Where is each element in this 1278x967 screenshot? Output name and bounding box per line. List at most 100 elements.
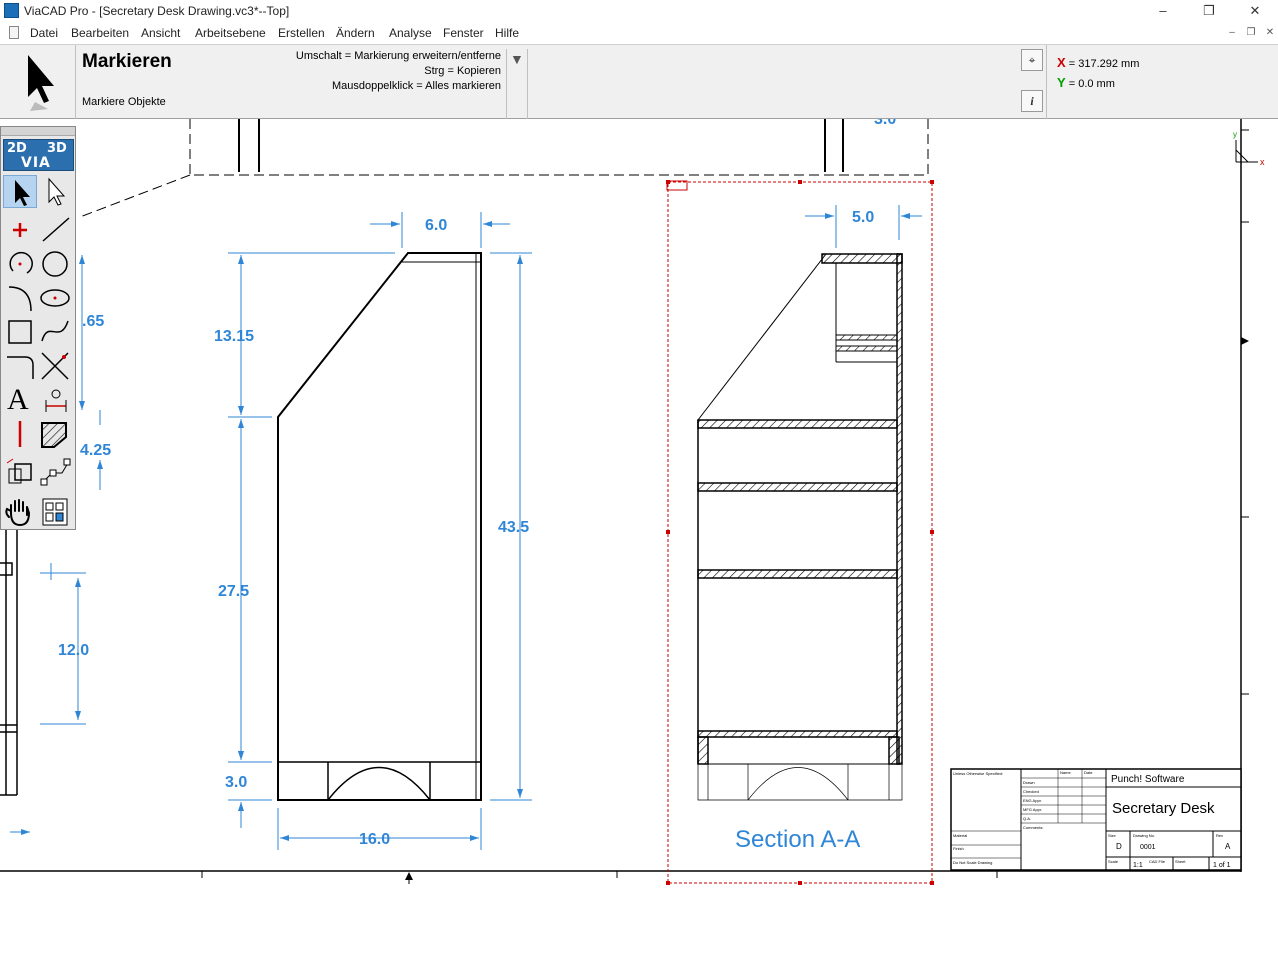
doc-restore-button[interactable]: ❐ <box>1243 26 1259 40</box>
dim-partial-425: 4.25 <box>80 442 111 459</box>
tb-dwg-label: Drawing No. <box>1133 833 1155 838</box>
line-tool[interactable] <box>38 213 72 246</box>
ellipse-tool[interactable] <box>38 281 72 314</box>
maximize-button[interactable]: ❐ <box>1186 0 1232 22</box>
hatch-icon <box>38 417 72 450</box>
spline-tool[interactable] <box>38 315 72 348</box>
pan-tool[interactable] <box>3 495 37 528</box>
menu-datei[interactable]: Datei <box>30 26 58 40</box>
tb-company: Punch! Software <box>1111 774 1185 785</box>
palette-header[interactable] <box>1 127 75 136</box>
dimension-tool[interactable] <box>38 384 72 417</box>
line-icon <box>38 213 72 246</box>
dim-overall-height: 43.5 <box>498 519 529 536</box>
sheet-zone-ticks <box>202 130 1249 878</box>
select-all-tool[interactable] <box>38 175 72 208</box>
select-tool-indicator <box>0 45 76 119</box>
ellipse-icon <box>38 281 72 314</box>
section-view <box>666 180 934 885</box>
x-coordinate: X = 317.292 mm <box>1057 55 1139 70</box>
centerline-tool[interactable] <box>3 417 37 450</box>
minimize-button[interactable]: – <box>1140 0 1186 22</box>
menu-bearbeiten[interactable]: Bearbeiten <box>71 26 129 40</box>
dim-upper-height: 13.15 <box>214 328 254 345</box>
rectangle-tool[interactable] <box>3 315 37 348</box>
point-tool[interactable] <box>3 213 37 246</box>
dim-lower-height: 27.5 <box>218 583 249 600</box>
axis-triad: x y <box>1233 130 1265 167</box>
fillet-tool[interactable] <box>3 281 37 314</box>
menu-fenster[interactable]: Fenster <box>443 26 484 40</box>
corner-icon <box>3 349 37 382</box>
tb-sheet-label: Sheet <box>1175 859 1186 864</box>
arrow-outline-icon <box>38 175 72 208</box>
side-view-dims <box>228 212 532 850</box>
x-label: X <box>1057 55 1066 70</box>
menu-analyse[interactable]: Analyse <box>389 26 432 40</box>
tb-sheet: 1 of 1 <box>1213 862 1231 869</box>
dim-cut-top: 3.0 <box>874 119 896 128</box>
hint-ctrl: Strg = Kopieren <box>424 65 501 77</box>
tb-eng-appr: ENG Appr. <box>1023 798 1042 803</box>
select-tool[interactable] <box>3 175 37 208</box>
intersect-tool[interactable] <box>38 349 72 382</box>
x-value: = 317.292 mm <box>1069 58 1140 70</box>
y-label: Y <box>1057 75 1066 90</box>
info-icon: i <box>1030 94 1033 108</box>
text-icon: A <box>7 383 29 417</box>
tb-material: Material <box>953 833 967 838</box>
menu-ansicht[interactable]: Ansicht <box>141 26 180 40</box>
menu-aendern[interactable]: Ändern <box>336 26 375 40</box>
command-bar: Markieren Markiere Objekte Umschalt = Ma… <box>0 44 1278 119</box>
drawing-canvas[interactable]: x y 3.0 .65 4.25 12.0 <box>0 119 1278 962</box>
circle-tool[interactable] <box>38 247 72 280</box>
cross-lines-icon <box>38 349 72 382</box>
tb-qa: Q.A. <box>1023 816 1031 821</box>
tool-palette: 2D 3D VIA A <box>0 126 76 530</box>
node-edit-tool[interactable] <box>38 455 72 488</box>
options-dropdown[interactable]: ▼ <box>506 49 528 119</box>
tb-cad-label: CAD File <box>1149 859 1166 864</box>
tb-size-label: Size <box>1108 833 1117 838</box>
menu-hilfe[interactable]: Hilfe <box>495 26 519 40</box>
viacad-app-icon <box>4 3 19 18</box>
document-icon[interactable] <box>9 26 19 39</box>
rectangle-icon <box>3 315 37 348</box>
crosshair-icon: ⌖ <box>1029 53 1036 67</box>
info-button[interactable]: i <box>1021 90 1043 112</box>
layers-tool[interactable] <box>38 495 72 528</box>
menu-erstellen[interactable]: Erstellen <box>278 26 325 40</box>
doc-minimize-button[interactable]: – <box>1224 26 1240 40</box>
command-title: Markieren <box>82 51 172 73</box>
dim-top-width-left: 6.0 <box>425 217 447 234</box>
centerline-icon <box>3 417 37 450</box>
section-label: Section A-A <box>735 826 860 853</box>
menu-arbeitsebene[interactable]: Arbeitsebene <box>195 26 266 40</box>
tb-do-not-scale: Do Not Scale Drawing <box>953 860 992 865</box>
window-title: ViaCAD Pro - [Secretary Desk Drawing.vc3… <box>24 4 289 18</box>
dim-partial-65: .65 <box>82 313 104 330</box>
tb-title: Secretary Desk <box>1112 800 1215 817</box>
hint-shift: Umschalt = Markierung erweitern/entferne <box>296 50 501 62</box>
tb-scale: 1:1 <box>1133 862 1143 869</box>
tb-date-col: Date <box>1084 770 1093 775</box>
tb-scale-label: Scale <box>1108 859 1119 864</box>
trim-corner-tool[interactable] <box>3 349 37 382</box>
tb-comments: Comments: <box>1023 825 1043 830</box>
point-cross-icon <box>3 213 37 246</box>
svg-text:x: x <box>1260 157 1265 167</box>
hand-pan-icon <box>3 495 37 528</box>
tb-checked: Checked <box>1023 789 1039 794</box>
hatch-tool[interactable] <box>38 417 72 450</box>
transform-tool[interactable] <box>3 455 37 488</box>
title-block: Punch! Software Secretary Desk Size D Dr… <box>951 769 1241 870</box>
svg-text:y: y <box>1233 130 1237 139</box>
dimension-icon <box>38 384 72 417</box>
text-tool[interactable]: A <box>3 384 37 417</box>
dropdown-arrow-icon: ▼ <box>510 51 524 67</box>
close-button[interactable]: ✕ <box>1232 0 1278 22</box>
doc-close-button[interactable]: ✕ <box>1262 26 1278 40</box>
tb-finish: Finish <box>953 846 964 851</box>
arc-tool[interactable] <box>3 247 37 280</box>
target-button[interactable]: ⌖ <box>1021 49 1043 71</box>
